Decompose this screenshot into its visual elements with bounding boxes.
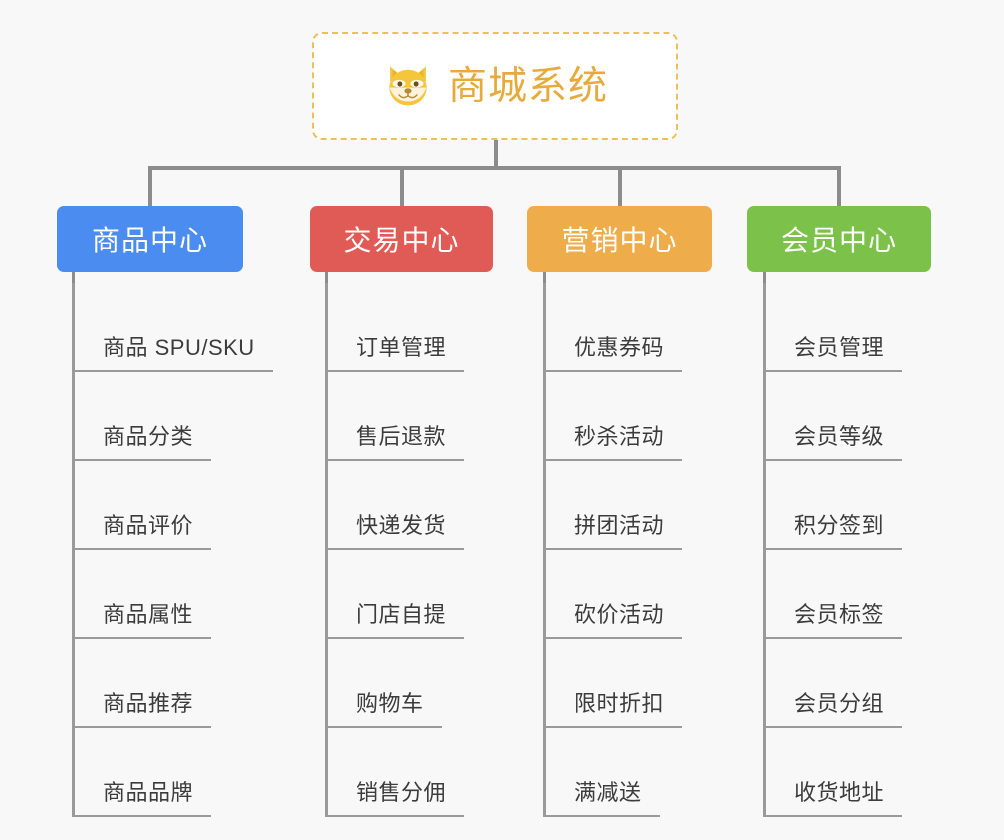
category-stem-line-3	[543, 272, 546, 285]
leaf-item[interactable]: 商品属性	[75, 550, 212, 639]
leaf-item-label: 商品属性	[75, 604, 212, 639]
branch-drop-line-3	[617, 166, 622, 206]
leaf-item-label: 砍价活动	[546, 604, 683, 639]
leaf-item[interactable]: 会员分组	[766, 639, 903, 728]
column-spine-line	[72, 283, 75, 817]
leaf-item-label: 会员标签	[766, 604, 903, 639]
leaf-item-label: 快递发货	[328, 515, 465, 550]
horizontal-bus-line	[148, 166, 841, 170]
leaf-item-label: 商品分类	[75, 426, 212, 461]
leaf-item-label: 会员等级	[766, 426, 903, 461]
leaf-item[interactable]: 限时折扣	[546, 639, 683, 728]
leaf-item-label: 商品品牌	[75, 782, 212, 817]
leaf-item[interactable]: 购物车	[328, 639, 442, 728]
category-label: 商品中心	[91, 225, 208, 256]
category-stem-line-2	[325, 272, 328, 285]
leaf-item[interactable]: 销售分佣	[328, 728, 465, 817]
leaf-item[interactable]: 商品评价	[75, 461, 212, 550]
leaf-item-label: 商品推荐	[75, 693, 212, 728]
leaf-item-label: 销售分佣	[328, 782, 465, 817]
leaf-item[interactable]: 售后退款	[328, 372, 465, 461]
leaf-item-label: 优惠券码	[546, 337, 683, 372]
leaf-item-label: 满减送	[546, 782, 660, 817]
leaf-item-label: 会员管理	[766, 337, 903, 372]
branch-drop-line-2	[399, 166, 404, 206]
category-stem-line-1	[72, 272, 75, 285]
leaf-item-label: 秒杀活动	[546, 426, 683, 461]
root-stem-line	[494, 140, 498, 170]
leaf-item-label: 积分签到	[766, 515, 903, 550]
leaf-item[interactable]: 积分签到	[766, 461, 903, 550]
branch-drop-line-1	[148, 166, 152, 206]
category-box-1[interactable]: 商品中心	[57, 206, 243, 272]
root-node-label: 商城系统	[447, 64, 608, 108]
leaf-item[interactable]: 门店自提	[328, 550, 465, 639]
category-box-4[interactable]: 会员中心	[747, 206, 931, 272]
leaf-item[interactable]: 商品分类	[75, 372, 212, 461]
leaf-item[interactable]: 订单管理	[328, 283, 465, 372]
leaf-item[interactable]: 砍价活动	[546, 550, 683, 639]
category-label: 会员中心	[780, 225, 897, 256]
category-stem-line-4	[763, 272, 766, 285]
leaf-item[interactable]: 拼团活动	[546, 461, 683, 550]
leaf-item-label: 收货地址	[766, 782, 903, 817]
root-node-card[interactable]: 商城系统	[312, 32, 678, 140]
leaf-item-label: 订单管理	[328, 337, 465, 372]
category-label: 营销中心	[561, 225, 678, 256]
leaf-item[interactable]: 秒杀活动	[546, 372, 683, 461]
leaf-item[interactable]: 商品推荐	[75, 639, 212, 728]
leaf-item[interactable]: 商品 SPU/SKU	[75, 283, 273, 372]
leaf-item[interactable]: 会员标签	[766, 550, 903, 639]
leaf-item-label: 门店自提	[328, 604, 465, 639]
category-box-3[interactable]: 营销中心	[527, 206, 712, 272]
leaf-item-label: 限时折扣	[546, 693, 683, 728]
leaf-item-label: 会员分组	[766, 693, 903, 728]
leaf-item-label: 拼团活动	[546, 515, 683, 550]
leaf-item-label: 商品 SPU/SKU	[75, 337, 273, 372]
leaf-item[interactable]: 会员管理	[766, 283, 903, 372]
column-spine-line	[325, 283, 328, 817]
column-spine-line	[763, 283, 766, 817]
leaf-item-label: 售后退款	[328, 426, 465, 461]
leaf-item[interactable]: 会员等级	[766, 372, 903, 461]
dog-face-icon	[382, 60, 434, 112]
branch-drop-line-4	[837, 166, 841, 206]
category-box-2[interactable]: 交易中心	[310, 206, 493, 272]
leaf-item[interactable]: 快递发货	[328, 461, 465, 550]
leaf-item[interactable]: 优惠券码	[546, 283, 683, 372]
column-spine-line	[543, 283, 546, 817]
leaf-item[interactable]: 商品品牌	[75, 728, 212, 817]
leaf-item-label: 购物车	[328, 693, 442, 728]
leaf-item[interactable]: 满减送	[546, 728, 660, 817]
category-label: 交易中心	[343, 225, 460, 256]
leaf-item-label: 商品评价	[75, 515, 212, 550]
leaf-item[interactable]: 收货地址	[766, 728, 903, 817]
